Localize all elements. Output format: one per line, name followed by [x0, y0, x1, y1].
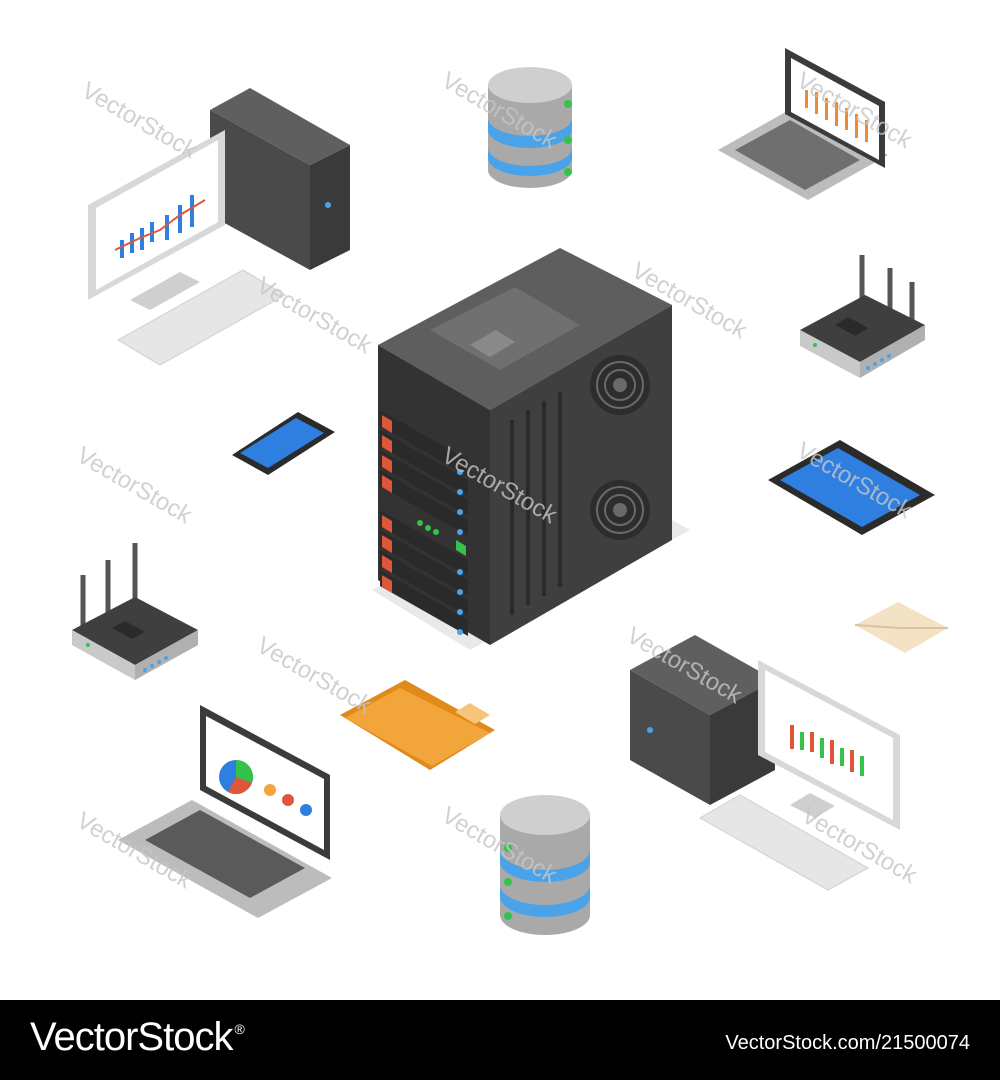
router-icon	[800, 255, 925, 378]
database-icon	[500, 795, 590, 935]
envelope-icon	[854, 602, 948, 653]
watermark-text: VectorStock	[77, 77, 202, 165]
footer-bar: VectorStock® VectorStock.com/21500074	[0, 1000, 1000, 1080]
router-icon	[72, 543, 198, 680]
watermark-text: VectorStock	[252, 632, 377, 720]
laptop-icon	[718, 48, 888, 200]
drive-bays	[380, 410, 468, 636]
isometric-network-illustration: VectorStock VectorStock VectorStock Vect…	[72, 48, 948, 935]
server-rack-icon	[372, 248, 690, 650]
watermark-text: VectorStock	[252, 272, 377, 360]
smartphone-icon	[232, 412, 335, 475]
desktop-computer-icon	[88, 88, 350, 366]
footer-logo-text: VectorStock	[30, 1015, 233, 1059]
footer-url: VectorStock.com/21500074	[725, 1032, 970, 1054]
pie-chart-glyph	[219, 759, 254, 795]
footer-logo: VectorStock®	[30, 1015, 245, 1060]
tablet-icon	[768, 440, 935, 535]
fan-bottom-icon	[590, 480, 650, 540]
desktop-computer-icon	[630, 635, 900, 891]
database-icon	[488, 67, 572, 188]
folder-icon	[340, 680, 495, 770]
watermark-text: VectorStock	[72, 442, 197, 530]
fan-top-icon	[590, 355, 650, 415]
registered-mark: ®	[234, 1021, 244, 1037]
laptop-icon	[118, 705, 332, 918]
